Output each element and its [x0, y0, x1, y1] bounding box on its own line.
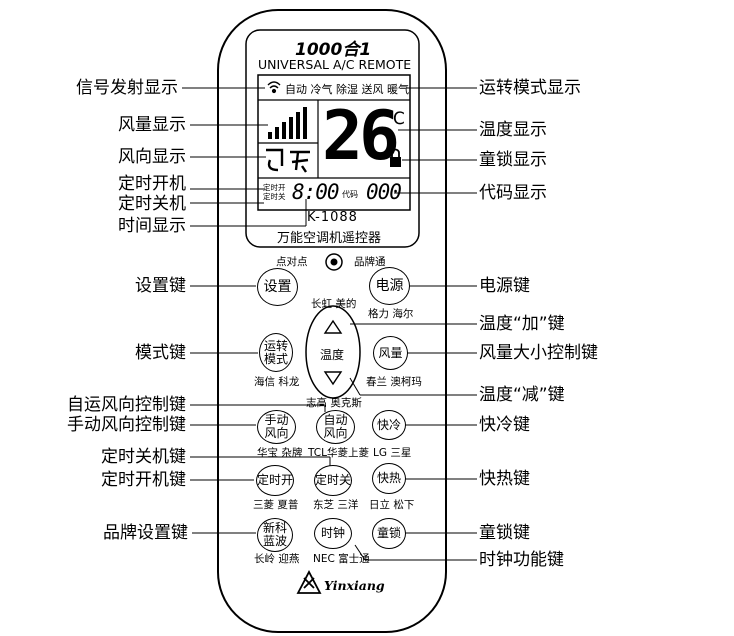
brand-changhong-midea: 长虹 美的 [311, 298, 357, 310]
lock-icon [390, 148, 401, 167]
remote-name: 万能空调机遥控器 [277, 231, 382, 246]
auto-swing-button-label: 自动风向 [323, 413, 348, 440]
mode-button-label: 运转模式 [263, 338, 288, 366]
label-run-mode: 运转模式显示 [479, 78, 581, 98]
clock-button[interactable]: 时钟 [314, 518, 352, 549]
leader-lines-left [182, 87, 331, 534]
signal-icon [267, 81, 281, 94]
label-child-lock-display: 童锁显示 [479, 150, 547, 170]
timer-on-button[interactable]: 定时开 [256, 465, 294, 496]
brand-huabao-misc: 华宝 杂牌 [257, 447, 303, 459]
label-signal: 信号发射显示 [76, 78, 178, 98]
brand-mitsubishi-sharp: 三菱 夏普 [253, 499, 299, 511]
label-mode-key: 模式键 [135, 343, 186, 363]
quick-heat-button[interactable]: 快热 [372, 463, 406, 494]
label-power-key: 电源键 [479, 276, 530, 296]
label-time: 时间显示 [118, 216, 186, 236]
brand-logo-text: Yinxiang [324, 578, 385, 593]
quick-cool-button[interactable]: 快冷 [372, 410, 406, 440]
brand-nec-fujitsu: NEC 富士通 [313, 553, 370, 565]
remote-model: K-1088 [307, 210, 358, 225]
fan-level-bars-icon [268, 107, 307, 139]
lcd-time: 8:00 [292, 180, 340, 204]
lcd-temperature: 26 [322, 97, 400, 176]
temp-up-arrow-icon [323, 319, 343, 334]
brand-hitachi-panasonic: 日立 松下 [369, 499, 415, 511]
label-auto-swing-key: 自运风向控制键 [67, 395, 186, 415]
label-quick-heat-key: 快热键 [479, 469, 530, 489]
temp-down-arrow-icon [323, 371, 343, 386]
label-wind-dir: 风向显示 [118, 147, 186, 167]
label-code-display: 代码显示 [479, 183, 547, 203]
child-lock-button[interactable]: 童锁 [372, 518, 406, 549]
label-quick-cool-key: 快冷键 [479, 415, 530, 435]
label-temp-display: 温度显示 [479, 120, 547, 140]
lcd-mode-list: 自动 冷气 除湿 送风 暖气 [285, 81, 409, 97]
lcd-timer-on: 定时开 [263, 183, 286, 192]
label-manual-swing-key: 手动风向控制键 [67, 415, 186, 435]
label-child-lock-key: 童锁键 [479, 523, 530, 543]
temp-rocker-label: 温度 [320, 346, 345, 363]
timer-off-button[interactable]: 定时关 [314, 465, 352, 496]
manual-swing-button-label: 手动风向 [264, 413, 289, 440]
mode-button[interactable]: 运转模式 [259, 333, 293, 372]
brand-hisense-kelon: 海信 科龙 [254, 376, 300, 388]
brand-pass-label: 品牌通 [354, 256, 386, 268]
lcd-mode-fan: 送风 [361, 83, 384, 96]
label-timer-on: 定时开机 [118, 174, 186, 194]
fan-button[interactable]: 风量 [373, 336, 408, 370]
aim-target-icon [325, 253, 343, 271]
brand-toshiba-sanyo: 东芝 三洋 [313, 499, 359, 511]
lcd-timer-off: 定时关 [263, 192, 286, 201]
label-brand-set-key: 品牌设置键 [103, 523, 188, 543]
brand-set-button[interactable]: 新科蓝波 [257, 518, 293, 552]
remote-title: 1000合1 [295, 40, 372, 60]
label-timer-off: 定时关机 [118, 194, 186, 214]
brand-tcl-hualing: TCL华菱上菱 [308, 447, 369, 459]
brand-gree-haier: 格力 海尔 [368, 308, 414, 320]
brand-chunlan-aux: 春兰 澳柯玛 [366, 376, 422, 388]
label-fan-key: 风量大小控制键 [479, 343, 598, 363]
leader-lines-right [349, 87, 477, 561]
lcd-mode-auto: 自动 [285, 83, 307, 96]
setup-button[interactable]: 设置 [257, 268, 298, 306]
aim-label: 点对点 [276, 256, 308, 268]
lcd-mode-cool: 冷气 [310, 83, 333, 96]
label-fan-level: 风量显示 [118, 115, 186, 135]
label-temp-up-key: 温度“加”键 [479, 314, 565, 334]
power-button[interactable]: 电源 [369, 267, 410, 305]
brand-set-button-label: 新科蓝波 [262, 521, 287, 548]
lcd-temp-unit: ℃ [386, 109, 406, 129]
remote-subtitle: UNIVERSAL A/C REMOTE [258, 57, 412, 72]
brand-changling-yanyan: 长岭 迎燕 [254, 553, 300, 565]
label-temp-down-key: 温度“减”键 [479, 385, 565, 405]
temp-up-button[interactable] [312, 314, 354, 338]
auto-swing-button[interactable]: 自动风向 [316, 410, 355, 444]
brand-lg-samsung: LG 三星 [373, 447, 412, 459]
temp-down-button[interactable] [312, 366, 354, 390]
lcd-code: 000 [366, 180, 402, 204]
label-timer-on-key: 定时开机键 [101, 470, 186, 490]
label-setup-key: 设置键 [135, 276, 186, 296]
label-clock-key: 时钟功能键 [479, 550, 564, 570]
lcd-mode-dry: 除湿 [336, 83, 358, 96]
lcd-code-label: 代码 [342, 190, 358, 199]
wind-direction-icon [266, 148, 310, 173]
brand-chigo-oaks: 志高 奥克斯 [306, 397, 362, 409]
manual-swing-button[interactable]: 手动风向 [257, 410, 296, 444]
lcd-mode-heat: 暖气 [387, 83, 409, 96]
lcd-timer-labels: 定时开 定时关 [263, 183, 286, 201]
brand-logo-icon [296, 570, 322, 594]
label-timer-off-key: 定时关机键 [101, 447, 186, 467]
